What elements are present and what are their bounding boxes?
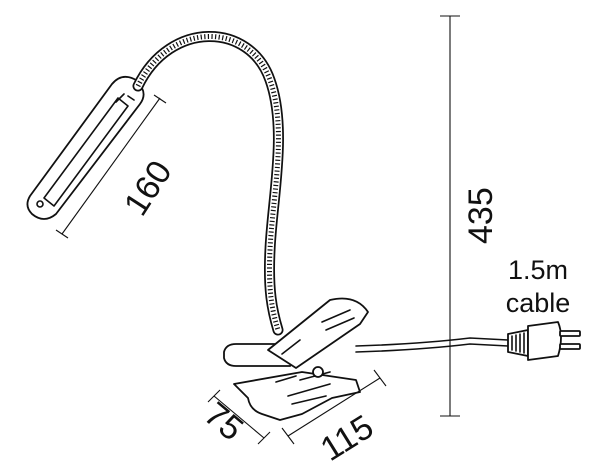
gooseneck-arm — [132, 31, 284, 336]
dimension-160-label: 160 — [117, 154, 180, 222]
lamp-head — [26, 75, 145, 220]
clip — [223, 297, 369, 421]
dimension-115-label: 115 — [314, 408, 380, 469]
dimension-435-label: 435 — [462, 187, 500, 244]
cable-length-label: 1.5m — [507, 255, 569, 285]
power-plug — [507, 321, 581, 361]
cable-note: 1.5m cable — [488, 254, 588, 320]
cable-label: cable — [505, 288, 571, 318]
dimension-total-height: 435 — [440, 15, 500, 417]
dimension-75-label: 75 — [197, 395, 250, 448]
power-cable — [355, 337, 509, 353]
